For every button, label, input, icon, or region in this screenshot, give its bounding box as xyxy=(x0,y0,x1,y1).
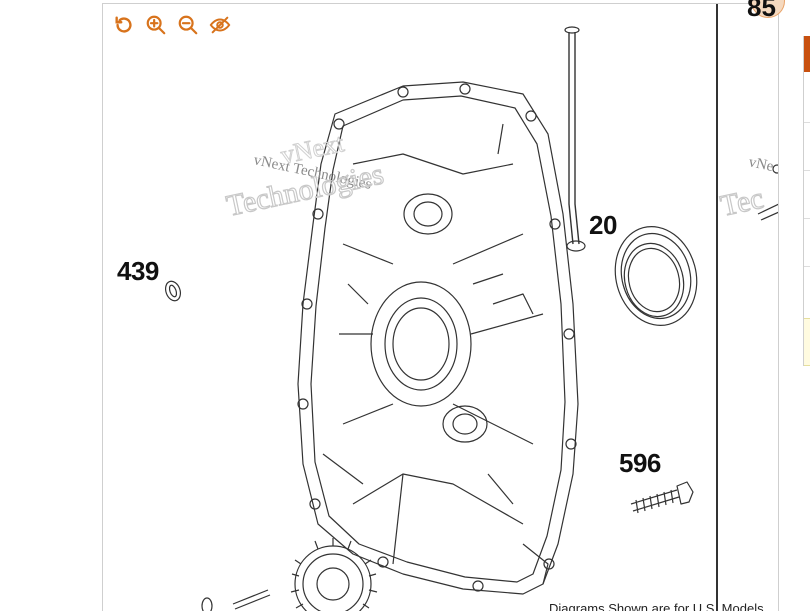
callout-label: 596 xyxy=(619,448,661,478)
callout-439[interactable]: 439 xyxy=(117,256,159,290)
panel-divider xyxy=(716,4,718,611)
zoom-in-button[interactable] xyxy=(143,12,169,38)
table-row[interactable] xyxy=(804,266,810,267)
watermark-text-side-large: Tec xyxy=(718,182,767,223)
watermark-text-vnext: vNext xyxy=(278,128,347,170)
diagram-disclaimer: Diagrams Shown are for U.S. Models xyxy=(549,601,764,611)
parts-table-header xyxy=(804,36,810,72)
table-row[interactable] xyxy=(804,122,810,123)
callout-85[interactable]: 85 xyxy=(747,0,776,22)
parts-list-panel-edge: 85 xyxy=(747,0,810,611)
parts-table-edge xyxy=(803,36,810,366)
table-row[interactable] xyxy=(804,170,810,171)
reset-view-button[interactable] xyxy=(111,12,137,38)
zoom-out-icon xyxy=(178,15,198,35)
callout-label: 439 xyxy=(117,256,159,286)
viewer-toolbar xyxy=(111,12,233,38)
diagram-viewer[interactable]: vNext Technologies Technologies vNext vN… xyxy=(102,3,779,611)
rotate-ccw-icon xyxy=(115,16,132,33)
table-row-highlighted[interactable] xyxy=(804,318,810,366)
toggle-labels-button[interactable] xyxy=(207,12,233,38)
zoom-in-icon xyxy=(146,15,166,35)
watermark-text-side: vNe xyxy=(747,154,775,175)
table-row[interactable] xyxy=(804,218,810,219)
callout-label: 20 xyxy=(589,210,617,240)
callout-596[interactable]: 596 xyxy=(619,448,661,479)
eye-off-icon xyxy=(209,16,231,34)
callout-20[interactable]: 20 xyxy=(588,210,620,243)
zoom-out-button[interactable] xyxy=(175,12,201,38)
engine-crankcase-diagram: vNext Technologies Technologies vNext vN… xyxy=(164,26,778,611)
